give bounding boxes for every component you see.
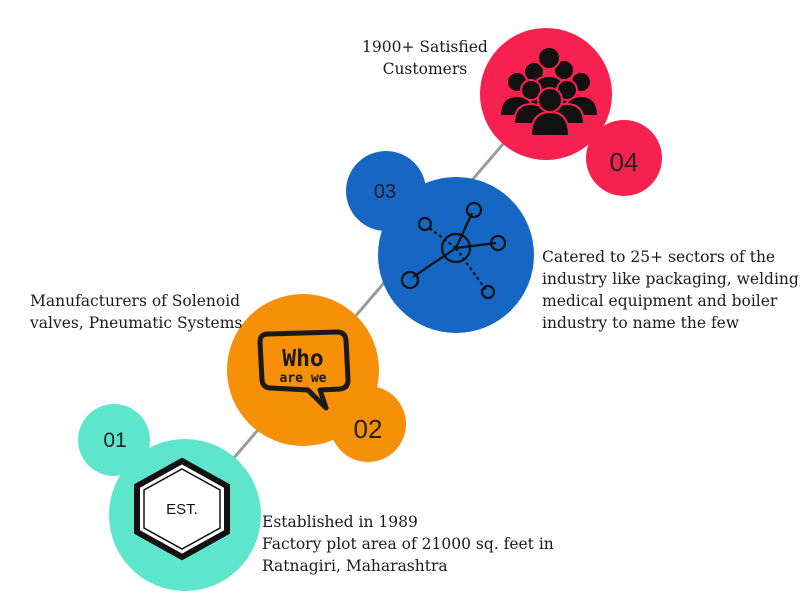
- caption-line: medical equipment and boiler: [542, 292, 778, 310]
- network-nodes-icon: [400, 201, 507, 300]
- caption-line: 1900+ Satisfied: [362, 38, 488, 56]
- step-01-small-circle: [78, 404, 150, 476]
- step-04-group: 04: [480, 28, 662, 196]
- est-hexagon-icon: EST.: [134, 457, 230, 561]
- caption-line: valves, Pneumatic Systems: [30, 314, 243, 332]
- caption-line: Catered to 25+ sectors of the: [542, 248, 776, 266]
- caption-line: industry like packaging, welding,: [542, 270, 800, 288]
- caption-line: Manufacturers of Solenoid: [30, 292, 241, 310]
- are-we-label: are we: [280, 371, 327, 386]
- step-02-small-circle: [330, 386, 406, 462]
- step-03-circle: [378, 177, 534, 333]
- step-02-group: 02 Who are we: [227, 294, 406, 462]
- step-04-number: 04: [610, 147, 639, 177]
- step-02-caption: Manufacturers of Solenoid valves, Pneuma…: [30, 290, 242, 334]
- step-04-small-circle: [586, 120, 662, 196]
- who-are-we-speech-bubble-icon: Who are we: [257, 329, 351, 411]
- caption-line: Established in 1989: [262, 513, 418, 531]
- step-02-number: 02: [354, 414, 383, 444]
- step-04-caption: 1900+ Satisfied Customers: [362, 36, 488, 80]
- connector-line: [183, 94, 547, 516]
- caption-line: Factory plot area of 21000 sq. feet in: [262, 535, 554, 553]
- step-01-group: 01 EST.: [78, 404, 261, 591]
- customers-group-icon: [498, 46, 600, 137]
- step-01-number: 01: [103, 429, 126, 452]
- step-01-caption: Established in 1989 Factory plot area of…: [262, 511, 554, 577]
- caption-line: industry to name the few: [542, 314, 740, 332]
- step-03-caption: Catered to 25+ sectors of the industry l…: [542, 246, 800, 334]
- step-03-group: 03: [346, 151, 534, 333]
- caption-line: Customers: [382, 60, 468, 78]
- caption-line: Ratnagiri, Maharashtra: [262, 557, 448, 575]
- est-label: EST.: [166, 501, 198, 518]
- who-label: Who: [282, 346, 324, 372]
- step-03-number: 03: [374, 181, 396, 203]
